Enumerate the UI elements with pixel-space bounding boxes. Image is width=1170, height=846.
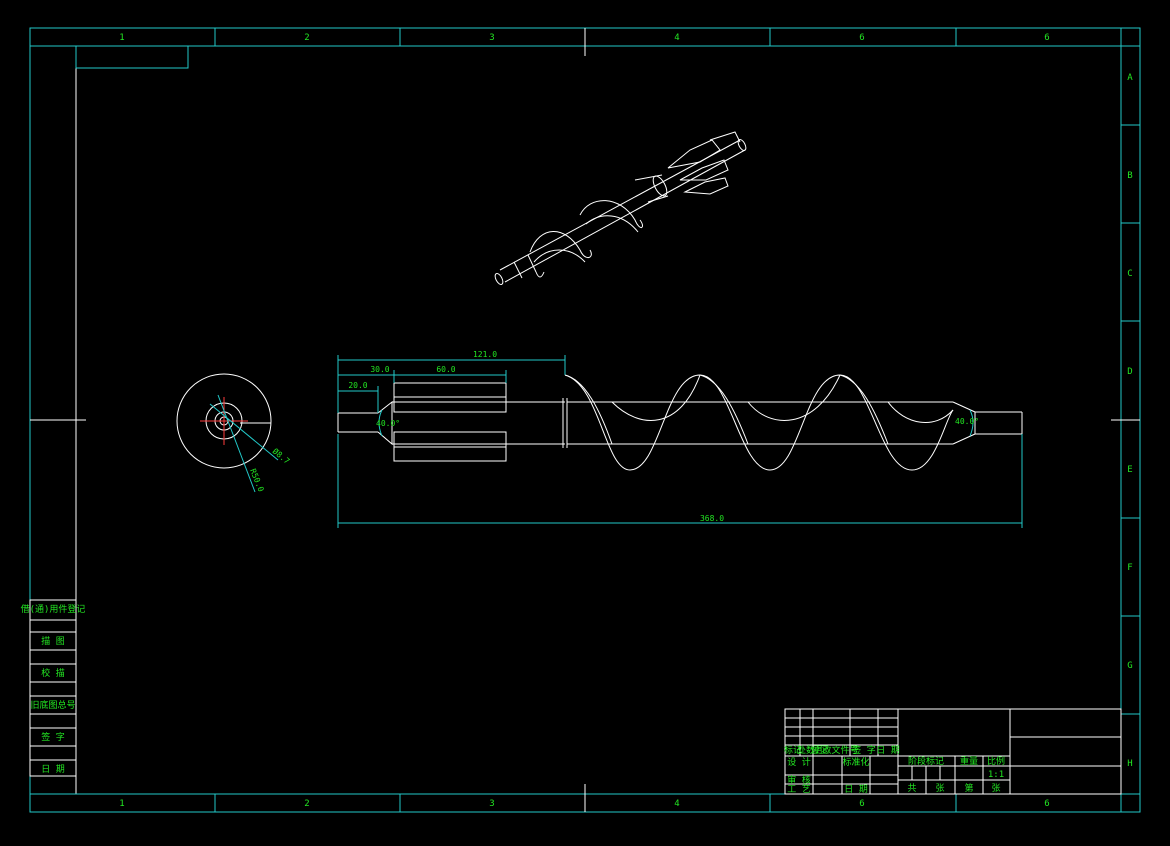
col-label: 3 <box>489 33 494 43</box>
col-label: 6 <box>1044 33 1049 43</box>
end-view[interactable]: Ø8.7 R50.0 <box>176 373 292 493</box>
stamp-label-trace: 描 图 <box>41 635 64 647</box>
isometric-auger-view[interactable] <box>494 131 748 286</box>
row-label: E <box>1127 465 1132 475</box>
tb-page-label2: 张 <box>991 783 1000 794</box>
dim-20: 20.0 <box>348 381 367 390</box>
col-label: 6 <box>1044 799 1049 809</box>
tb-page-label: 第 <box>964 782 973 794</box>
row-label: F <box>1127 563 1132 573</box>
col-label: 6 <box>859 33 864 43</box>
stamp-label-date: 日 期 <box>41 764 64 775</box>
frame-row-labels: A B C D E F G H <box>1127 73 1133 769</box>
col-label: 1 <box>119 33 124 43</box>
stamp-label-sign: 签 字 <box>41 731 64 743</box>
tb-date-label: 日 期 <box>844 784 867 795</box>
tb-header-mark: 标记 <box>784 744 802 756</box>
col-label: 4 <box>674 799 679 809</box>
dim-30: 30.0 <box>370 365 389 374</box>
stamp-label-check: 校 描 <box>41 667 64 679</box>
tb-header-date: 日 期 <box>876 745 899 756</box>
chamfer-right-label: 40.0° <box>955 417 979 426</box>
stamp-label-borrowed: 借(通)用件登记 <box>21 603 86 615</box>
frame-column-labels-top: 1 2 3 4 6 6 <box>119 33 1049 43</box>
title-block: 标记 处数 分区 更改文件号 签 字 日 期 设 计 标准化 阶段标记 重量 比… <box>784 708 1122 795</box>
tb-sheet-label: 张 <box>935 783 944 794</box>
col-label: 2 <box>304 33 309 43</box>
front-view-auger[interactable]: 60.0 20.0 30.0 121.0 40.0° 40.0° 368.0 <box>337 350 1023 528</box>
tb-total-label: 共 <box>907 783 916 794</box>
tb-scale-label: 比例 <box>987 755 1005 767</box>
dim-overall: 368.0 <box>700 514 724 523</box>
tb-header-zone: 分区 <box>811 745 829 756</box>
dim-60: 60.0 <box>436 365 455 374</box>
tb-header-sign: 签 字 <box>852 744 875 756</box>
row-label: C <box>1127 269 1132 279</box>
tb-standardize-label: 标准化 <box>842 756 869 768</box>
tb-stage-label: 阶段标记 <box>908 755 944 767</box>
stamp-label-old-number: 旧底图总号 <box>30 699 75 711</box>
tb-design-label: 设 计 <box>787 756 810 768</box>
col-label: 4 <box>674 33 679 43</box>
tb-review-label: 审 核 <box>787 774 810 786</box>
tb-header-count: 处数 <box>797 744 815 756</box>
col-label: 2 <box>304 799 309 809</box>
row-label: A <box>1127 73 1133 83</box>
tb-weight-label: 重量 <box>960 755 978 767</box>
side-stamp-table: 借(通)用件登记 描 图 校 描 旧底图总号 签 字 日 期 <box>21 599 86 777</box>
tb-scale-value: 1:1 <box>988 770 1004 780</box>
frame-column-labels-bottom: 1 2 3 4 6 6 <box>119 799 1049 809</box>
col-label: 1 <box>119 799 124 809</box>
tb-header-change: 更改文件号 <box>813 744 858 756</box>
row-label: B <box>1127 171 1132 181</box>
col-label: 6 <box>859 799 864 809</box>
row-label: G <box>1127 661 1132 671</box>
diameter-dim-label: Ø8.7 <box>271 446 292 466</box>
row-label: H <box>1127 759 1132 769</box>
dim-121: 121.0 <box>473 350 497 359</box>
row-label: D <box>1127 367 1132 377</box>
chamfer-left-label: 40.0° <box>376 419 400 428</box>
col-label: 3 <box>489 799 494 809</box>
tb-process-label: 工 艺 <box>787 784 810 795</box>
